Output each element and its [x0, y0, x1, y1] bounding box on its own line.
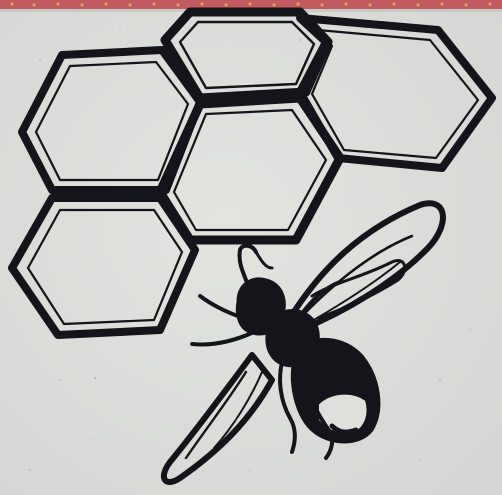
top-border-dots — [10, 2, 492, 7]
bee — [160, 200, 446, 485]
bee-wing-lower — [160, 352, 275, 485]
bee-legs — [190, 280, 342, 460]
bee-wing-upper — [287, 200, 446, 333]
honeycomb-cell-top-right — [296, 14, 496, 172]
bee-antenna — [237, 243, 274, 292]
bee-abdomen — [290, 337, 381, 444]
honeycomb-cell-center — [155, 93, 345, 245]
honeycomb-cell-lower-left — [8, 194, 199, 339]
paper-speckles — [14, 29, 481, 471]
honeycomb-cells — [8, 7, 496, 339]
